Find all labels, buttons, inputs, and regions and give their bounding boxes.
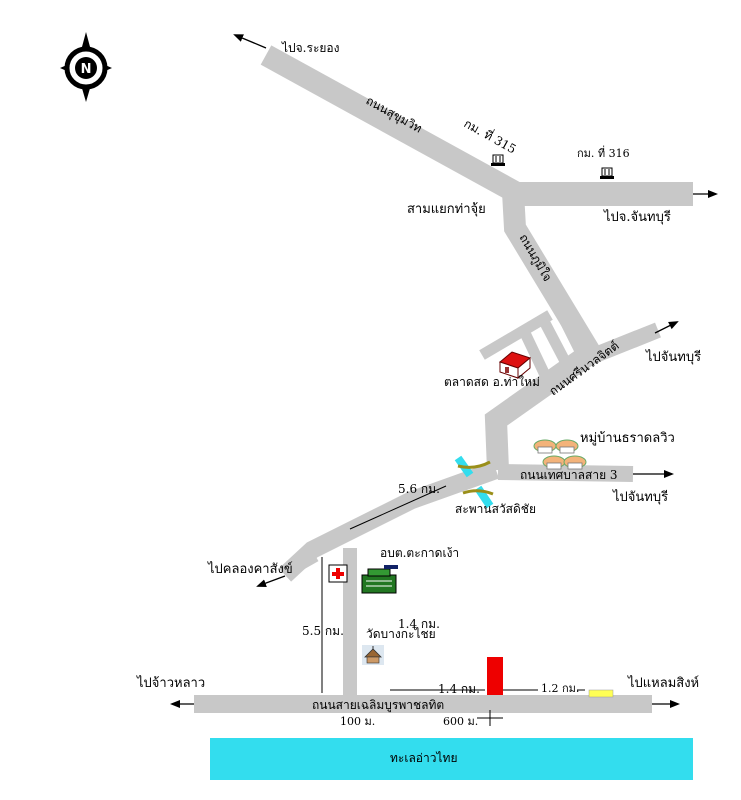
compass-icon: N <box>60 32 112 102</box>
road-to-khlong <box>281 548 319 579</box>
road-phumchai <box>502 191 600 358</box>
label-thetsaban3: ถนนเทศบาลสาย 3 <box>520 468 618 482</box>
label-temple: วัดบางกะไชย <box>366 627 436 641</box>
road-thetsaban3 <box>497 464 634 482</box>
arrow-icon <box>256 575 286 587</box>
road-sukhumvit <box>260 45 521 202</box>
label-km315: กม. ที่ 315 <box>462 115 520 157</box>
arrow-icon <box>233 34 267 49</box>
km-post-icon <box>491 154 505 166</box>
direction-arrows <box>170 34 718 708</box>
label-to-rayong: ไปจ.ระยอง <box>282 41 340 55</box>
sea <box>210 738 693 780</box>
km-post-icon <box>600 167 614 179</box>
roads <box>194 45 693 713</box>
label-obt: อบต.ตะกาดเง้า <box>380 546 460 560</box>
road-market-lane-3 <box>540 320 572 368</box>
label-to-chaolao: ไปจ้าวหลาว <box>137 676 206 691</box>
label-dist-14a: 1.4 กม. <box>398 617 440 631</box>
road-market-lane-4 <box>557 312 587 358</box>
label-village: หมู่บ้านธราดลวิว <box>580 431 675 446</box>
road-to-chanthaburi-1 <box>575 322 661 370</box>
label-dist-100: 100 ม. <box>340 715 376 728</box>
village-house-icon <box>533 439 587 470</box>
highlight-marker <box>588 689 614 698</box>
label-to-chanthaburi-2: ไปจันทบุรี <box>613 490 669 505</box>
label-coastal-road: ถนนสายเฉลิมบูรพาชลทิต <box>312 698 444 713</box>
road-market-lane-1 <box>479 310 553 360</box>
distance-lines <box>321 485 585 726</box>
compass-label: N <box>81 62 92 77</box>
road-market-lane-2 <box>520 330 550 378</box>
road-srinuwat <box>484 346 595 471</box>
office-building-icon <box>361 565 398 594</box>
label-bridge: สะพานสวัสดิชัย <box>455 502 536 516</box>
label-dist-55: 5.5 กม. <box>302 624 344 638</box>
label-to-khlong: ไปคลองคาสังข์ <box>208 562 293 577</box>
arrow-icon <box>654 321 679 334</box>
label-km316: กม. ที่ 316 <box>577 147 630 160</box>
label-dist-56: 5.6 กม. <box>398 482 440 496</box>
label-to-laemsing: ไปแหลมสิงห์ <box>628 676 700 691</box>
label-to-chanthaburi-prov: ไปจ.จันทบุรี <box>604 210 671 225</box>
label-to-chanthaburi-1: ไปจันทบุรี <box>646 350 702 365</box>
label-market: ตลาดสด อ.ท่าใหม่ <box>444 375 540 389</box>
market-icon <box>498 351 532 380</box>
destination-marker-icon <box>487 657 503 695</box>
label-dist-14b: 1.4 กม. <box>438 682 480 696</box>
bridge-icon <box>454 455 494 509</box>
temple-icon <box>362 645 384 665</box>
label-dist-600: 600 ม. <box>443 715 479 728</box>
hospital-icon <box>328 564 348 583</box>
label-sea: ทะเลอ่าวไทย <box>390 751 457 765</box>
label-samyaek: สามแยกท่าจุ้ย <box>407 202 486 217</box>
label-dist-12: 1.2 กม. <box>541 682 580 695</box>
